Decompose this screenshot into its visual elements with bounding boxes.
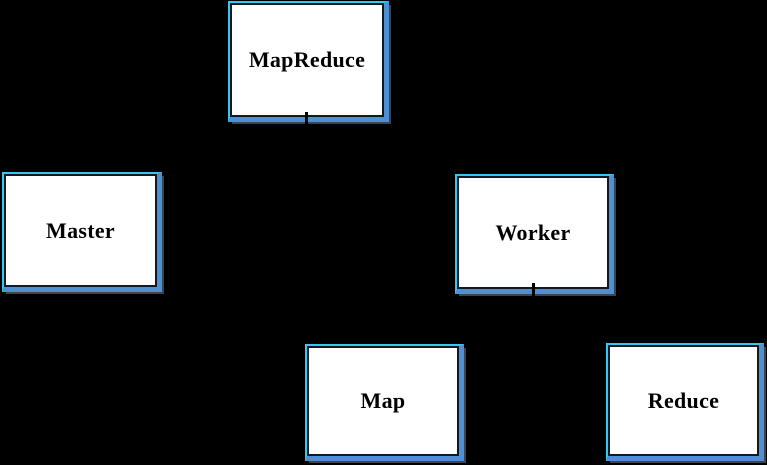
node-map-label: Map (360, 388, 406, 413)
node-master[interactable]: Master (2, 172, 162, 292)
node-worker-label: Worker (495, 219, 571, 245)
node-reduce[interactable]: Reduce (606, 343, 764, 461)
node-mapreduce[interactable]: MapReduce (228, 1, 389, 122)
connector-stub-mapreduce-bottom (305, 112, 308, 125)
node-master-label: Master (46, 217, 115, 243)
node-map[interactable]: Map (305, 344, 464, 461)
node-reduce-label: Reduce (647, 387, 720, 413)
node-mapreduce-label: MapReduce (248, 47, 366, 72)
node-worker[interactable]: Worker (455, 174, 614, 294)
connector-stub-worker-bottom (532, 283, 535, 298)
